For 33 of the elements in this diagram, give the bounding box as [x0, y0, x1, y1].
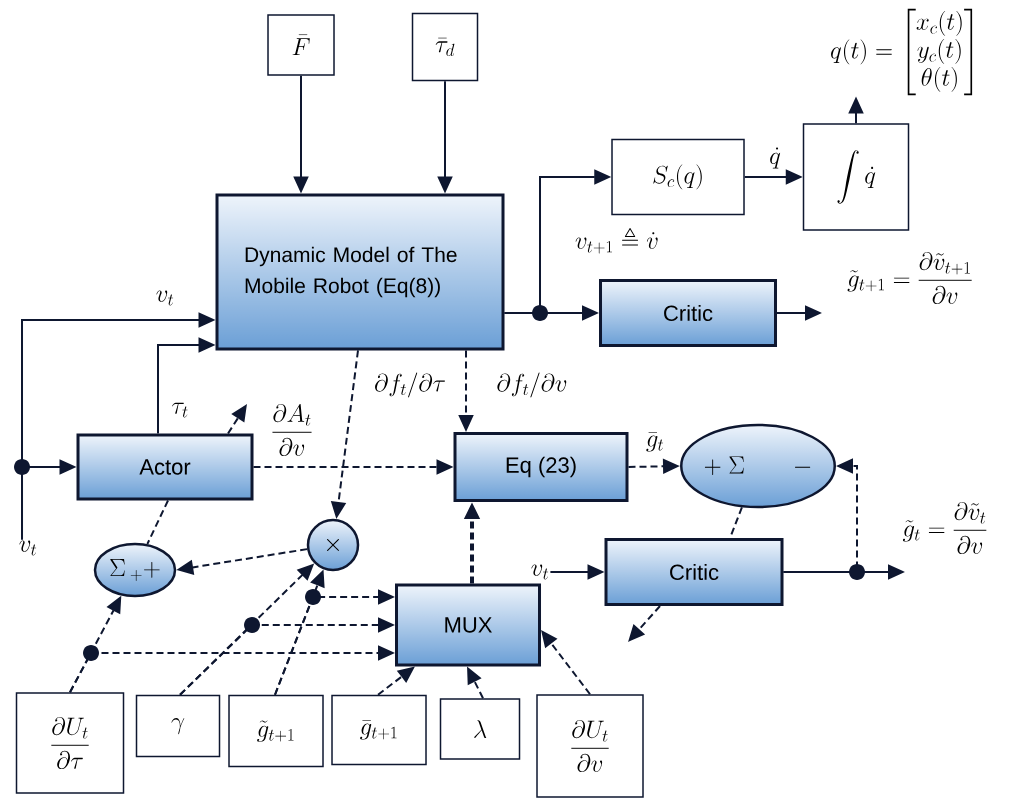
input-box: $S_c(q)$ — [611, 138, 745, 216]
process-box: MUX — [395, 583, 541, 667]
process-box: Dynamic Model of The Mobile Robot (Eq(8)) — [215, 193, 505, 351]
process-box: Eq (23) — [453, 432, 629, 502]
summing-junction: $+\ \Sigma\qquad -$ — [680, 423, 836, 509]
formula-label: $\tilde{g}_{t+1}=\frac{\partial\tilde{v}_{t+1}}{\partial v}$ — [847, 251, 972, 305]
edge-label: $\tau_t$ — [170, 401, 190, 419]
input-box: $\bar{g}_{t+1}$ — [331, 694, 427, 766]
input-box: $\bar{F}$ — [267, 14, 335, 76]
signal-label: $v_t$ — [531, 564, 549, 580]
input-box: $\tilde{g}_{t+1}$ — [228, 694, 324, 768]
process-box: Actor — [76, 433, 254, 501]
input-box: $\gamma$ — [135, 694, 221, 758]
edge-label: $\bar{g}_t$ — [644, 431, 666, 453]
edge-label: $\frac{\partial A_t}{\partial v}$ — [270, 403, 314, 457]
input-box: $\bar{\tau}_d$ — [411, 12, 479, 82]
signal-label: $v_t$ — [19, 540, 37, 556]
input-box: $\frac{\partial U_t}{\partial \tau}$ — [15, 692, 125, 794]
edge-label: $\partial f_t/\partial v$ — [495, 371, 569, 399]
formula-label: $\tilde{g}_t=\frac{\partial\tilde{v}_t}{\partial v}$ — [902, 501, 987, 555]
edge-label: $\partial f_t/\partial\tau$ — [373, 371, 447, 399]
signal-label: $q(t)=\begin{bmatrix}x_c(t)\\y_c(t)\\\theta(t)\end{bmatrix}$ — [831, 8, 973, 96]
arrow — [628, 605, 661, 642]
edge-label: $v_{t+1}\triangleq\dot{v}$ — [574, 225, 660, 255]
edge-label: $\dot{q}$ — [768, 146, 782, 170]
process-box: Critic — [604, 538, 784, 606]
arrow — [541, 630, 591, 696]
edge-label: $v_t$ — [154, 289, 176, 307]
process-box: Critic — [599, 279, 777, 347]
summing-junction: $\Sigma\,{}_{+}{+}$ — [93, 542, 177, 598]
input-box: $\lambda$ — [439, 698, 521, 760]
input-box: $\frac{\partial U_t}{\partial v}$ — [536, 694, 644, 798]
input-box: $\int\dot{q}$ — [802, 123, 910, 231]
